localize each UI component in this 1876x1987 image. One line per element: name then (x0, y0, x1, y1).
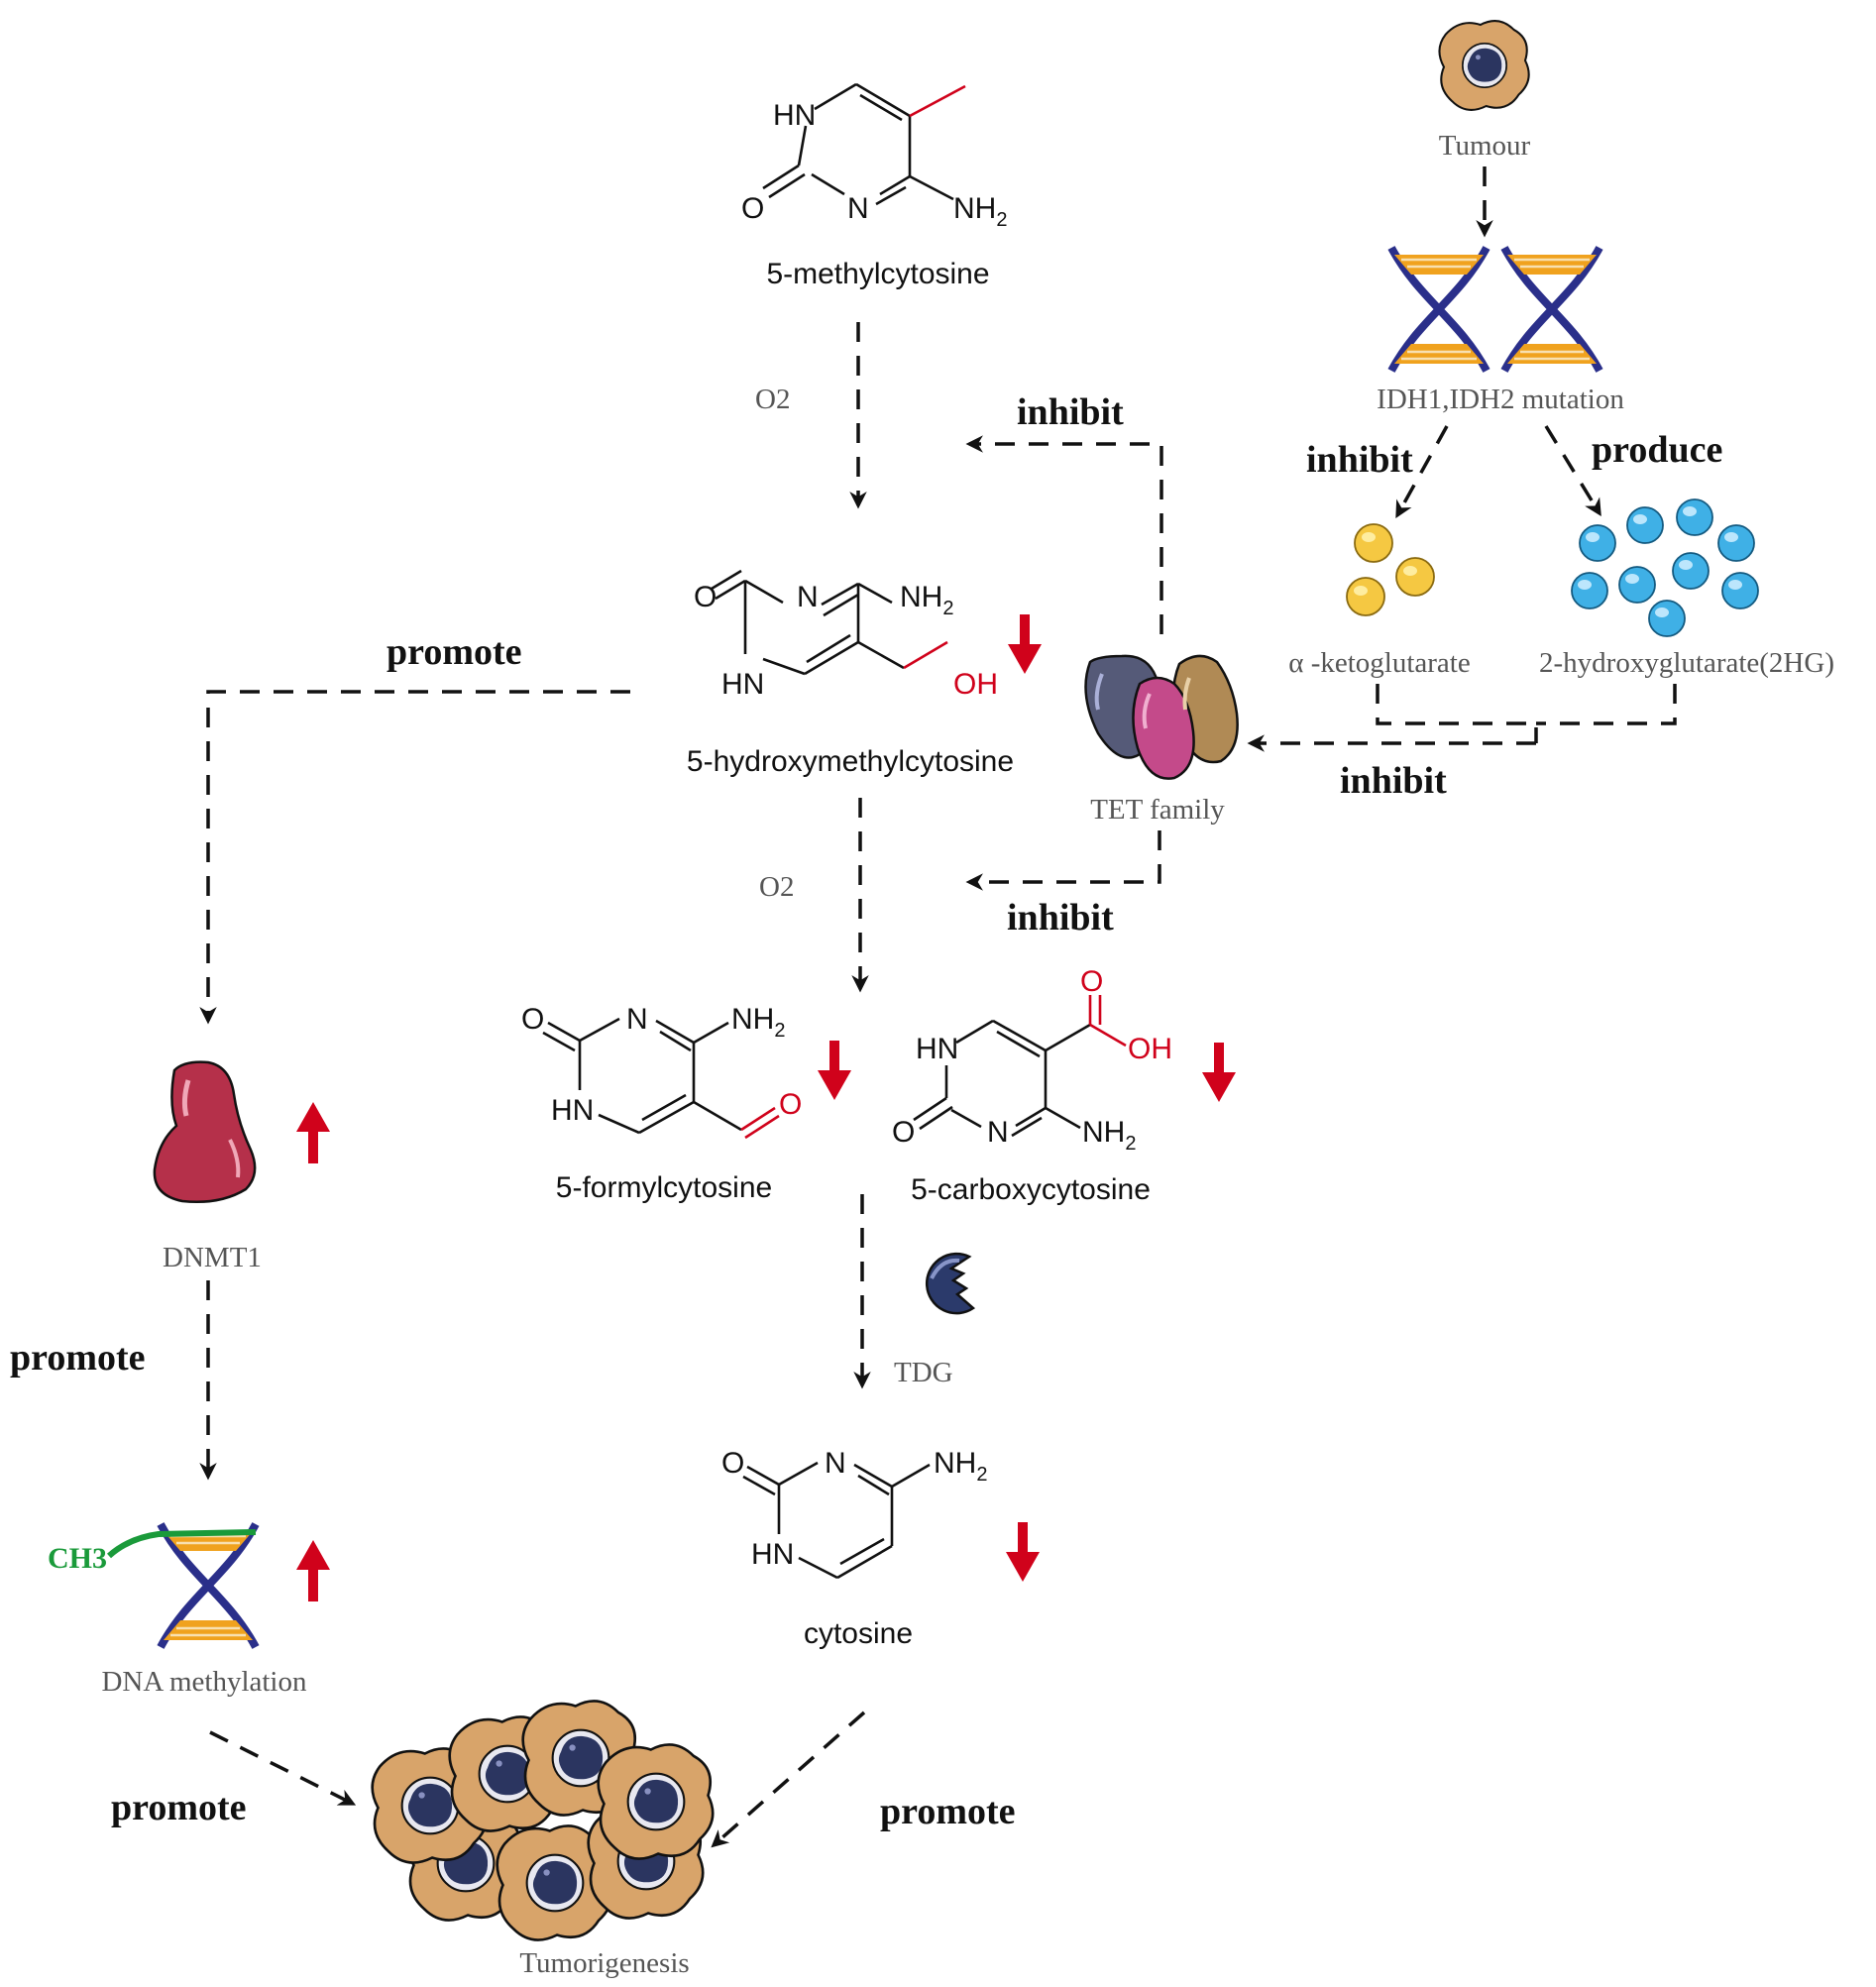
atom-nh2: NH2 (953, 192, 1007, 231)
atom-o: O (779, 1088, 802, 1121)
atom-hn: HN (916, 1033, 958, 1065)
atom-hn: HN (751, 1538, 794, 1571)
dna-helix-icon (1391, 248, 1487, 371)
trend-down-arrow-hmc (1008, 614, 1042, 674)
atom-hn: HN (773, 99, 816, 132)
action-promote: promote (111, 1787, 247, 1828)
arrow-tet-inhibit-mid (965, 830, 1161, 891)
atom-n: N (987, 1116, 1009, 1149)
trend-down-arrow-cac (1202, 1043, 1236, 1102)
akg-label: α -ketoglutarate (1288, 647, 1470, 679)
atom-o: O (741, 192, 764, 225)
connector-2hg (1536, 684, 1677, 725)
molecule-name: 5-hydroxymethylcytosine (687, 745, 1014, 778)
atom-n: N (626, 1003, 648, 1036)
action-produce: produce (1592, 429, 1722, 471)
arrow-idh-inhibit-akg (1395, 425, 1449, 519)
molecule-5-formylcytosine: O N NH2 HN O 5-formylcytosine (521, 1003, 802, 1204)
oxygen-label: O2 (755, 384, 790, 415)
action-promote: promote (880, 1791, 1016, 1832)
arrow-tet-inhibit-top (965, 435, 1163, 634)
action-inhibit: inhibit (1340, 760, 1447, 802)
action-promote: promote (386, 631, 522, 673)
molecule-name: cytosine (804, 1617, 913, 1650)
idh-mutation-label: IDH1,IDH2 mutation (1377, 384, 1624, 415)
molecule-cytosine: O N NH2 HN cytosine (721, 1447, 987, 1650)
atom-hn: HN (551, 1094, 594, 1127)
tumour-label: Tumour (1439, 130, 1531, 162)
atom-oh: OH (1128, 1033, 1172, 1065)
action-inhibit: inhibit (1306, 439, 1413, 481)
dnmt1-icon (153, 1060, 257, 1204)
oxygen-label: O2 (759, 871, 794, 903)
dnmt1-label: DNMT1 (163, 1242, 262, 1273)
atom-nh2: NH2 (731, 1003, 785, 1042)
molecule-name: 5-formylcytosine (556, 1171, 772, 1204)
tumorigenesis-cells-icon (371, 1700, 715, 1941)
trend-down-arrow-cytosine (1006, 1522, 1040, 1582)
tumorigenesis-label: Tumorigenesis (519, 1947, 689, 1979)
atom-n: N (847, 192, 869, 225)
atom-o: O (892, 1116, 915, 1149)
molecule-5-methylcytosine: HN O N NH2 5-methylcytosine (741, 82, 1007, 290)
2hg-molecules-icon (1571, 498, 1759, 637)
tdg-enzyme-icon (926, 1252, 976, 1315)
atom-nh2: NH2 (934, 1447, 987, 1486)
action-inhibit: inhibit (1017, 391, 1124, 433)
trend-up-arrow-dna-methylation (296, 1540, 330, 1601)
atom-nh2: NH2 (900, 581, 953, 619)
arrow-promote-tumorigenesis-right (711, 1711, 866, 1848)
atom-oh: OH (953, 668, 998, 701)
methyl-bond (106, 1529, 257, 1559)
action-inhibit: inhibit (1007, 897, 1114, 938)
trend-up-arrow-dnmt1 (296, 1102, 330, 1163)
ch3-label: CH3 (48, 1542, 107, 1575)
atom-nh2: NH2 (1082, 1116, 1136, 1155)
molecule-5-hydroxymethylcytosine: O N NH2 HN OH 5-hydroxymethylcytosine (687, 569, 1014, 778)
atom-n: N (825, 1447, 846, 1480)
action-promote: promote (10, 1337, 146, 1379)
arrow-promote-dnmt1 (199, 690, 630, 1025)
arrow-idh-produce-2hg (1544, 425, 1601, 516)
atom-n: N (797, 581, 819, 613)
molecule-name: 5-methylcytosine (766, 258, 989, 290)
atom-o: O (694, 581, 717, 613)
2hg-label: 2-hydroxyglutarate(2HG) (1539, 647, 1834, 679)
dna-methylation-label: DNA methylation (101, 1666, 307, 1698)
atom-hn: HN (721, 668, 764, 701)
molecule-name: 5-carboxycytosine (911, 1173, 1151, 1206)
molecule-5-carboxycytosine: O OH HN O N NH2 5-carboxycytosine (892, 965, 1172, 1206)
atom-o: O (1080, 965, 1103, 998)
arrow-promote-tumorigenesis-left (209, 1730, 357, 1806)
dna-methylation-helix-icon (161, 1524, 256, 1647)
trend-down-arrow-fc (818, 1041, 851, 1100)
dna-helix-icon (1504, 248, 1600, 371)
tumour-cell-icon (1438, 20, 1530, 111)
atom-o: O (721, 1447, 744, 1480)
akg-molecules-icon (1346, 523, 1435, 616)
tet-family-label: TET family (1090, 794, 1225, 826)
tet-family-icon (1084, 654, 1239, 780)
connector-akg (1376, 684, 1538, 743)
atom-o: O (521, 1003, 544, 1036)
tdg-label: TDG (894, 1357, 953, 1388)
